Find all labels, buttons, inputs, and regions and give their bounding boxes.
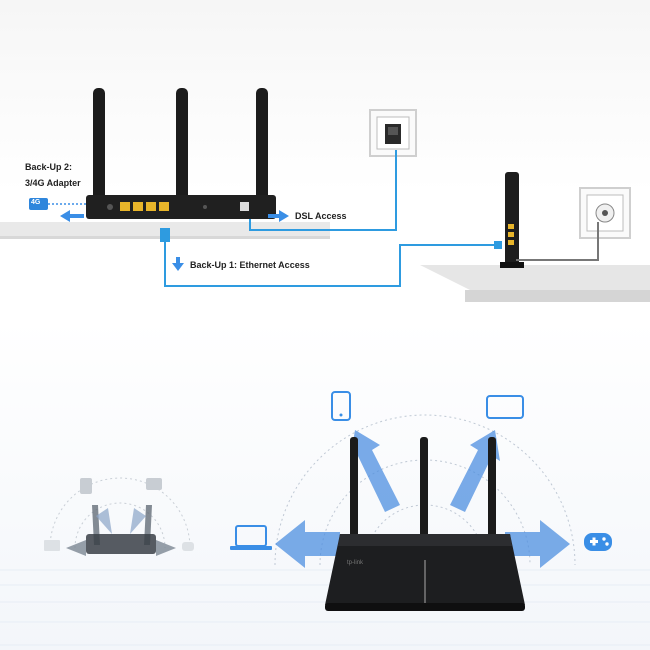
small-laptop-icon: [44, 540, 60, 551]
small-phone-icon: [80, 478, 92, 494]
router-front: [325, 437, 525, 611]
usb-adapter-icon: [29, 198, 48, 210]
beam-right: [505, 520, 570, 568]
arrow-down-icon: [172, 257, 184, 271]
floor-grid: [0, 569, 650, 646]
arrow-left-icon: [60, 210, 84, 222]
ethernet-plug: [160, 228, 170, 242]
backup2-title: Back-Up 2:: [25, 162, 73, 172]
coverage-illustration: tp-link: [0, 320, 650, 650]
small-router: [66, 505, 176, 556]
adapter-badge: 4G: [31, 199, 41, 206]
backup1-label: Back-Up 1: Ethernet Access: [190, 260, 310, 270]
beam-left: [275, 520, 340, 568]
arrow-right-icon: [268, 210, 289, 222]
power-cable: [516, 222, 599, 261]
backup2-subtitle: 3/4G Adapter: [25, 178, 81, 188]
dsl-access-label: DSL Access: [295, 211, 347, 221]
tablet-icon: [486, 395, 524, 419]
beam-up-left: [350, 430, 400, 512]
router-rear: [86, 88, 276, 219]
gamepad-icon: [584, 533, 612, 551]
power-wall-socket: [579, 187, 631, 239]
router-brand-label: tp-link: [347, 560, 364, 566]
connection-diagram-graphic: [0, 88, 650, 302]
beam-up-right: [450, 430, 500, 512]
small-tablet-icon: [146, 478, 162, 490]
right-shelf: [420, 265, 650, 290]
laptop-icon: [230, 525, 272, 550]
ethernet-cable: [164, 240, 500, 287]
phone-icon: [331, 391, 351, 421]
coverage-graphic: [0, 391, 650, 646]
small-coverage: [49, 477, 191, 549]
small-gamepad-icon: [182, 542, 194, 551]
dsl-modem: [500, 172, 524, 268]
phone-wall-socket: [369, 109, 417, 157]
connection-diagram: Back-Up 2: 3/4G Adapter 4G DSL Access Ba…: [0, 0, 650, 320]
